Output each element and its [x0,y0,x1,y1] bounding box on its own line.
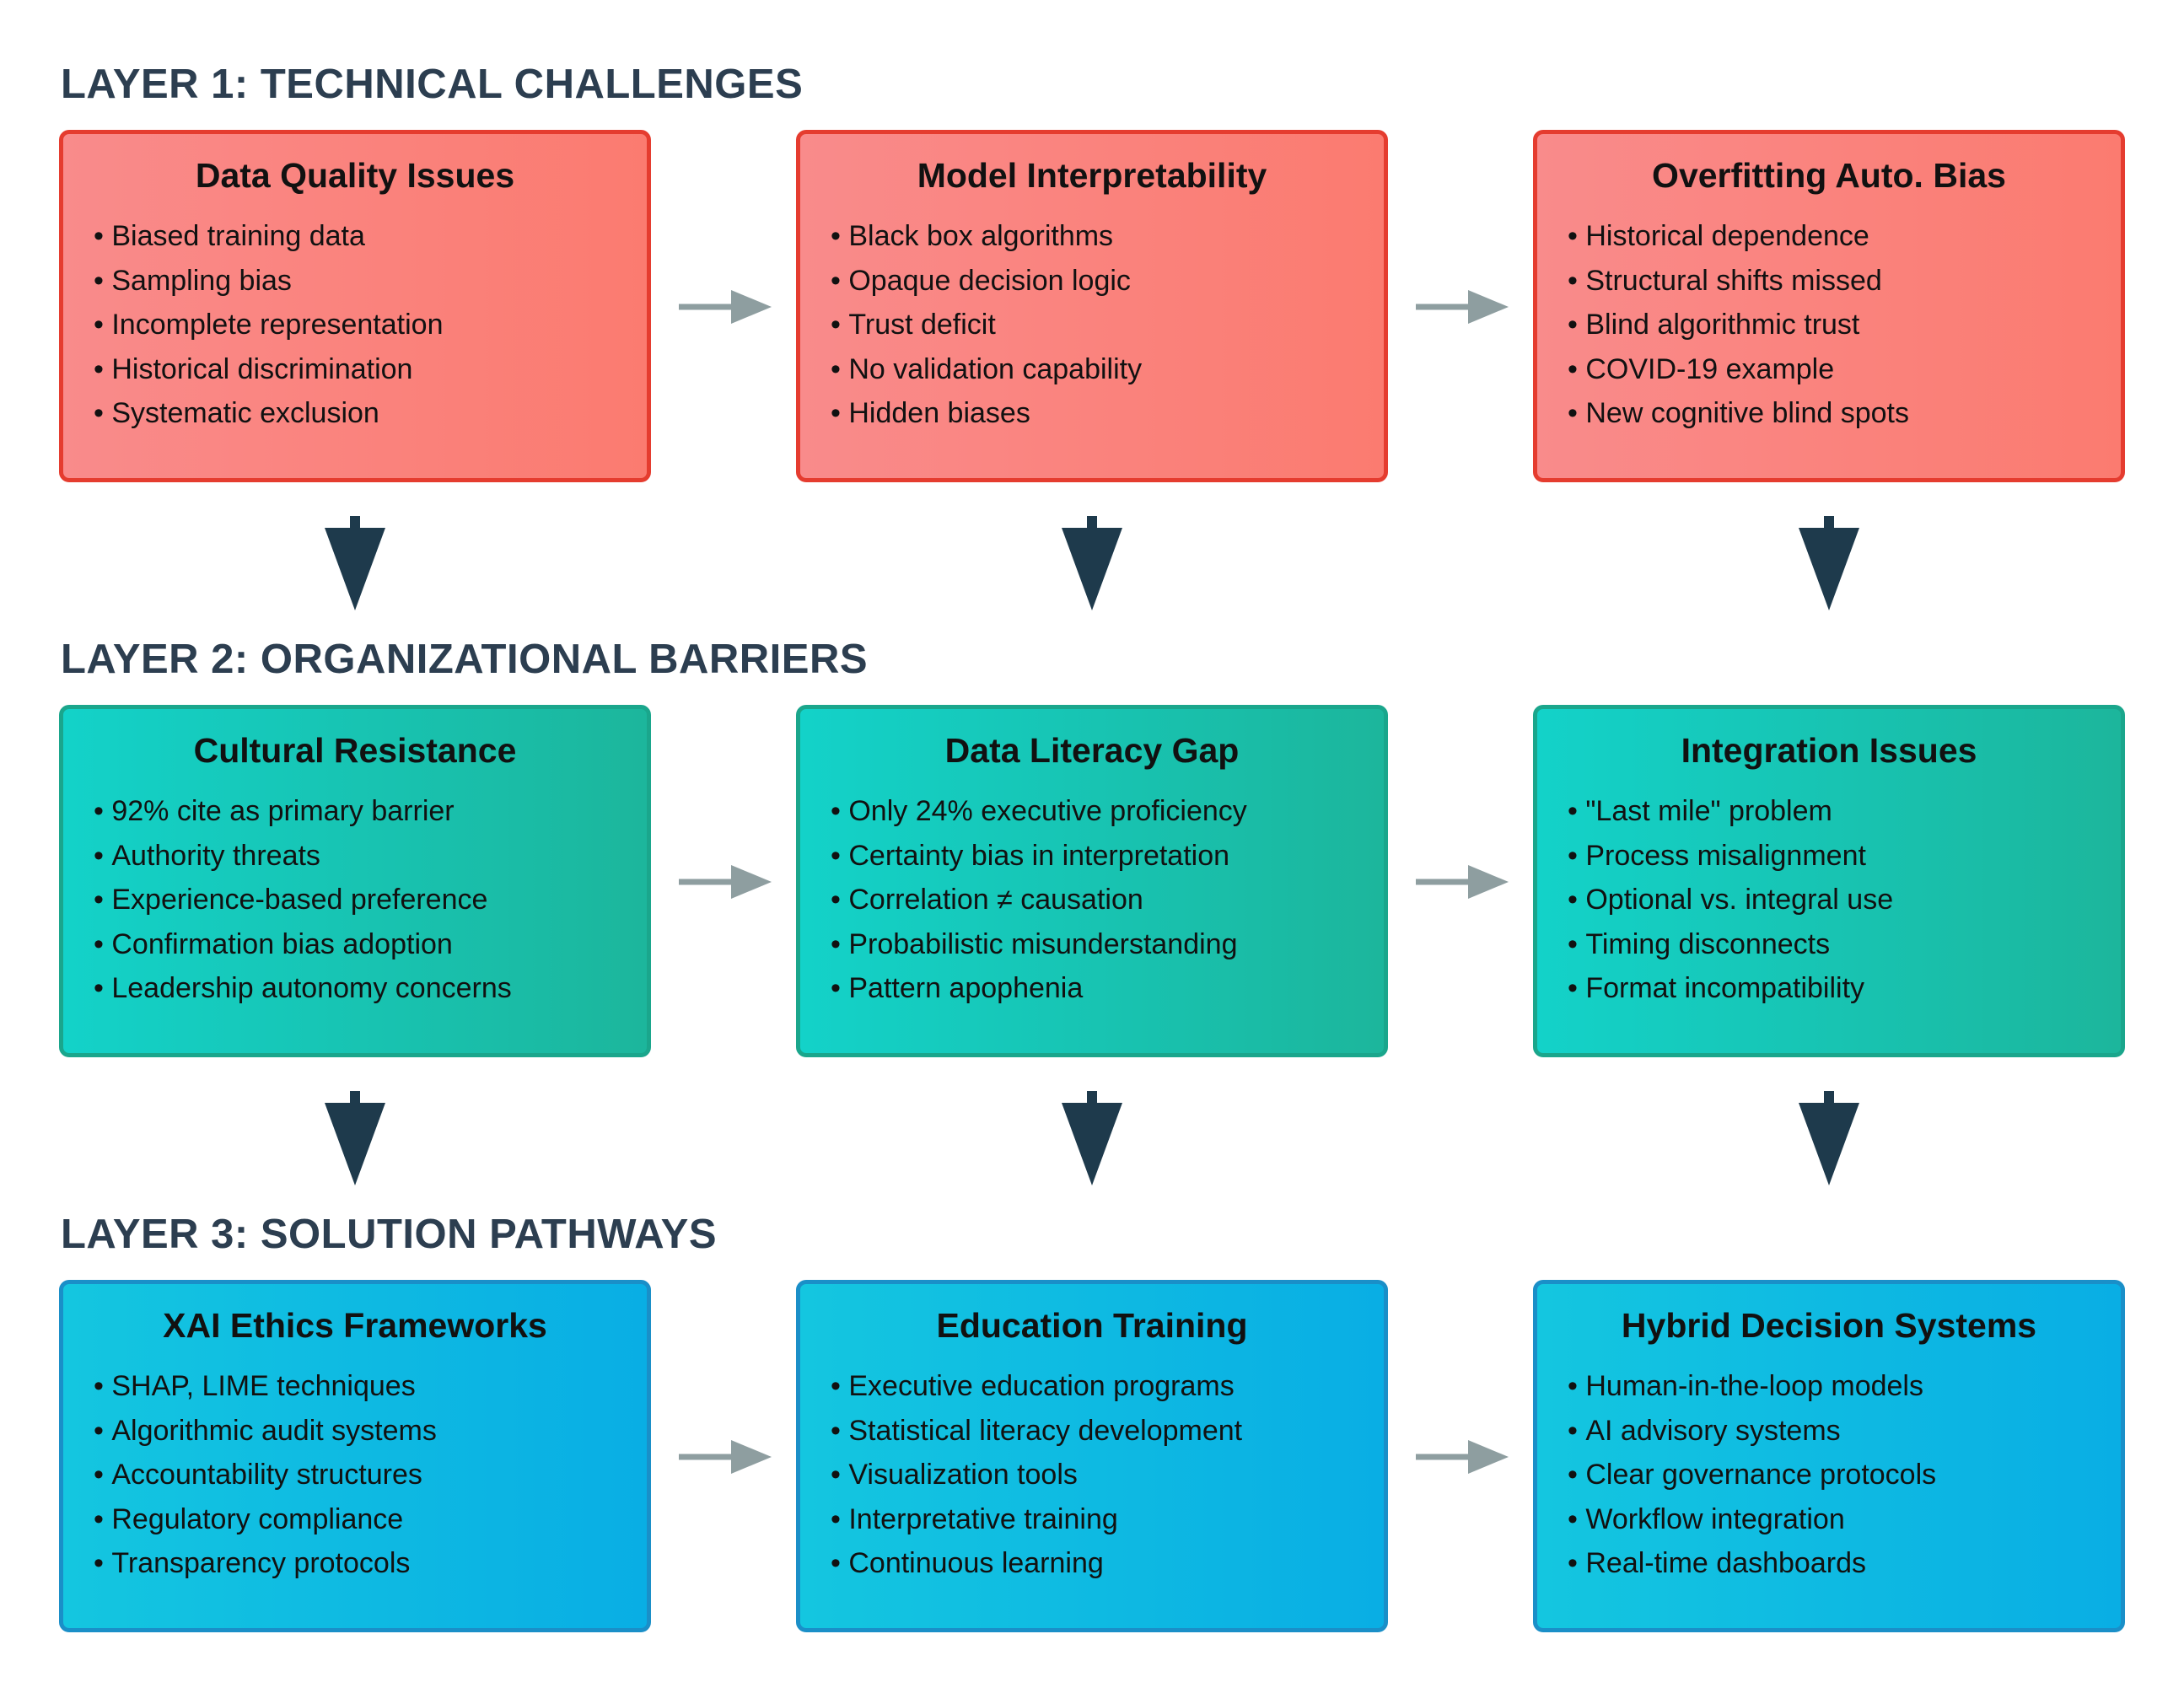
list-item: Black box algorithms [831,214,1353,259]
list-item: Transparency protocols [94,1541,616,1586]
vertical-arrow-head [1799,1103,1859,1185]
horizontal-arrow-head [731,1440,772,1474]
vertical-arrow-stem [350,516,360,533]
box-integration-issues: Integration Issues "Last mile" problem P… [1533,705,2125,1057]
box-title: Hybrid Decision Systems [1621,1306,2037,1345]
vertical-arrow-head [1799,528,1859,610]
list-item: Opaque decision logic [831,259,1353,304]
list-item: Authority threats [94,834,616,879]
list-item: Statistical literacy development [831,1409,1353,1454]
list-item: Only 24% executive proficiency [831,789,1353,834]
list-item: Sampling bias [94,259,616,304]
vertical-arrow-head [325,528,385,610]
list-item: Executive education programs [831,1364,1353,1409]
list-item: 92% cite as primary barrier [94,789,616,834]
list-item: Historical discrimination [94,347,616,392]
box-title: Data Literacy Gap [944,731,1240,770]
vertical-arrow-stem [1824,516,1834,533]
box-cultural-resistance: Cultural Resistance 92% cite as primary … [59,705,651,1057]
list-item: No validation capability [831,347,1353,392]
box-model-interpretability: Model Interpretability Black box algorit… [796,130,1388,482]
layer-3-title: LAYER 3: SOLUTION PATHWAYS [61,1212,718,1257]
box-title: Data Quality Issues [195,156,515,195]
list-item: AI advisory systems [1568,1409,2090,1454]
box-xai-ethics-frameworks: XAI Ethics Frameworks SHAP, LIME techniq… [59,1280,651,1632]
list-item: Workflow integration [1568,1497,2090,1542]
horizontal-arrow-head [731,290,772,324]
vertical-arrow-head [1062,1103,1122,1185]
box-data-quality-issues: Data Quality Issues Biased training data… [59,130,651,482]
list-item: Human-in-the-loop models [1568,1364,2090,1409]
list-item: Clear governance protocols [1568,1453,2090,1497]
list-item: COVID-19 example [1568,347,2090,392]
list-item: Algorithmic audit systems [94,1409,616,1454]
box-title: Overfitting Auto. Bias [1652,156,2006,195]
vertical-arrow-stem [350,1091,360,1108]
list-item: Regulatory compliance [94,1497,616,1542]
list-item: Interpretative training [831,1497,1353,1542]
layer-1-title: LAYER 1: TECHNICAL CHALLENGES [61,62,804,107]
vertical-arrow-head [1062,528,1122,610]
box-title: XAI Ethics Frameworks [163,1306,547,1345]
list-item: New cognitive blind spots [1568,391,2090,436]
list-item: Structural shifts missed [1568,259,2090,304]
list-item: Incomplete representation [94,303,616,347]
list-item: Confirmation bias adoption [94,922,616,967]
list-item: Certainty bias in interpretation [831,834,1353,879]
box-overfitting-auto-bias: Overfitting Auto. Bias Historical depend… [1533,130,2125,482]
horizontal-arrow-head [1468,290,1509,324]
vertical-arrow-stem [1824,1091,1834,1108]
list-item: Real-time dashboards [1568,1541,2090,1586]
list-item: Format incompatibility [1568,966,2090,1011]
box-title: Model Interpretability [917,156,1267,195]
horizontal-arrow-head [1468,1440,1509,1474]
list-item: Hidden biases [831,391,1353,436]
list-item: Visualization tools [831,1453,1353,1497]
box-title: Cultural Resistance [193,731,517,770]
list-item: Biased training data [94,214,616,259]
box-title: Integration Issues [1681,731,1977,770]
list-item: Probabilistic misunderstanding [831,922,1353,967]
layer-2-title: LAYER 2: ORGANIZATIONAL BARRIERS [61,637,869,682]
list-item: Leadership autonomy concerns [94,966,616,1011]
list-item: Pattern apophenia [831,966,1353,1011]
list-item: Optional vs. integral use [1568,878,2090,922]
list-item: Blind algorithmic trust [1568,303,2090,347]
horizontal-arrow-head [1468,865,1509,899]
list-item: Continuous learning [831,1541,1353,1586]
list-item: Historical dependence [1568,214,2090,259]
horizontal-arrow-head [731,865,772,899]
box-hybrid-decision-systems: Hybrid Decision Systems Human-in-the-loo… [1533,1280,2125,1632]
list-item: Trust deficit [831,303,1353,347]
box-education-training: Education Training Executive education p… [796,1280,1388,1632]
list-item: Timing disconnects [1568,922,2090,967]
box-title: Education Training [936,1306,1248,1345]
list-item: Process misalignment [1568,834,2090,879]
list-item: "Last mile" problem [1568,789,2090,834]
vertical-arrow-stem [1087,1091,1097,1108]
vertical-arrow-stem [1087,516,1097,533]
list-item: Systematic exclusion [94,391,616,436]
list-item: SHAP, LIME techniques [94,1364,616,1409]
box-data-literacy-gap: Data Literacy Gap Only 24% executive pro… [796,705,1388,1057]
list-item: Experience-based preference [94,878,616,922]
list-item: Correlation ≠ causation [831,878,1353,922]
list-item: Accountability structures [94,1453,616,1497]
vertical-arrow-head [325,1103,385,1185]
